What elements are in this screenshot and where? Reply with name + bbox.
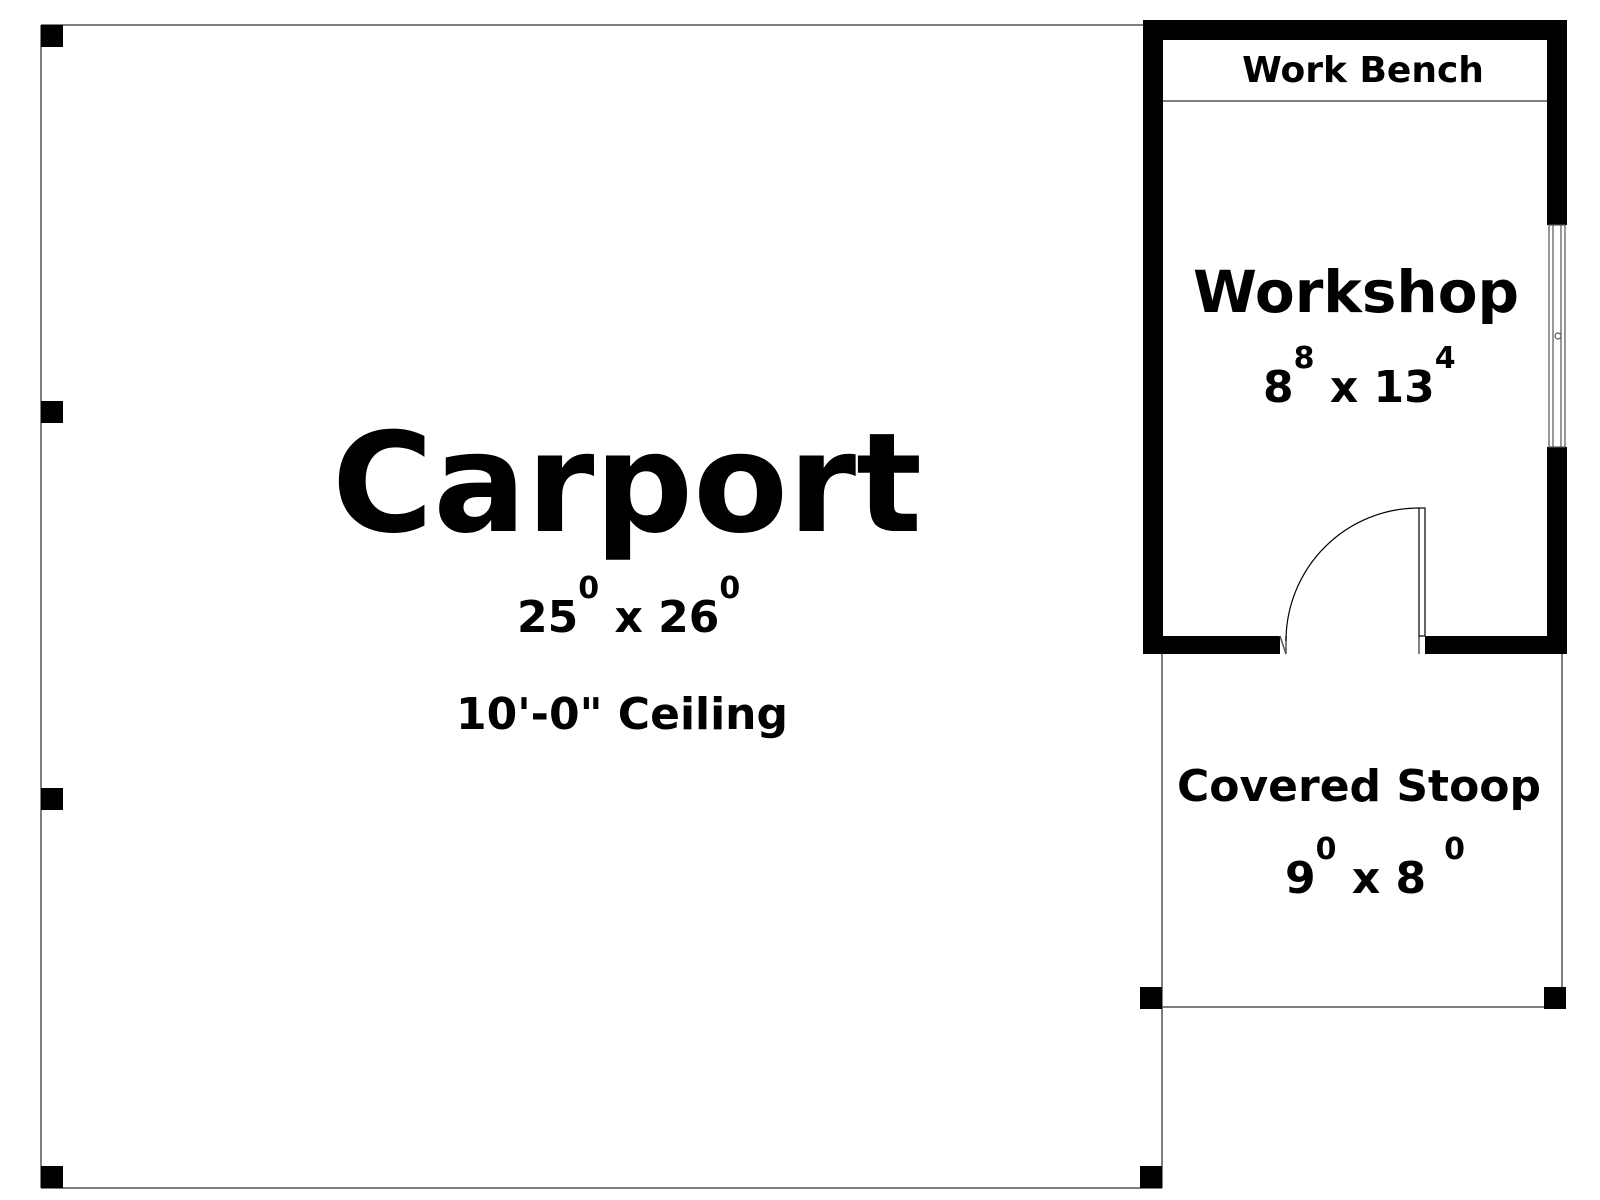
carport-length: 26 [658, 592, 720, 643]
wall-bottom-left [1143, 636, 1280, 654]
workshop-door [1279, 507, 1426, 655]
carport-ceiling: 10'-0" Ceiling [455, 689, 789, 740]
carport-posts [41, 25, 1162, 1188]
workshop-length: 13 [1373, 362, 1435, 413]
wall-top [1143, 20, 1567, 40]
covered-stoop-outline [1162, 654, 1563, 1008]
covered-stoop-posts [1140, 987, 1566, 1009]
workshop-dim-separator: x [1329, 362, 1359, 413]
wall-bottom-right [1425, 636, 1567, 654]
workshop-width-inches: 8 [1293, 341, 1315, 376]
work-bench-label: Work Bench [1242, 50, 1484, 91]
post [1140, 987, 1162, 1009]
workshop-length-inches: 4 [1434, 341, 1456, 376]
carport-outline [40, 24, 1163, 1189]
post [41, 401, 63, 423]
wall-right-lower [1547, 447, 1567, 654]
covered-stoop-width-inches: 0 [1315, 832, 1337, 867]
carport-title: Carport [331, 403, 923, 564]
post [1544, 987, 1566, 1009]
carport-dimensions: 250 x 260 [517, 574, 740, 640]
wall-right-upper [1547, 20, 1567, 225]
post [41, 25, 63, 47]
carport-width: 25 [517, 592, 579, 643]
covered-stoop-dimensions: 90 x 80 [1285, 835, 1465, 901]
workshop-walls [1143, 20, 1567, 654]
covered-stoop-length: 8 [1395, 853, 1427, 904]
covered-stoop-width: 9 [1285, 853, 1316, 904]
post [41, 788, 63, 810]
carport-width-inches: 0 [578, 571, 600, 606]
post [1140, 1166, 1162, 1188]
covered-stoop-length-inches: 0 [1444, 832, 1466, 867]
workshop-title: Workshop [1192, 258, 1520, 326]
carport-length-inches: 0 [719, 571, 741, 606]
covered-stoop-title: Covered Stoop [1176, 761, 1542, 812]
post [41, 1166, 63, 1188]
workshop-window [1548, 224, 1566, 448]
workshop-dimensions: 88 x 134 [1263, 344, 1456, 410]
wall-left [1143, 20, 1163, 654]
covered-stoop-dim-separator: x [1351, 853, 1381, 904]
workshop-width: 8 [1263, 362, 1294, 413]
carport-dim-separator: x [614, 592, 643, 643]
